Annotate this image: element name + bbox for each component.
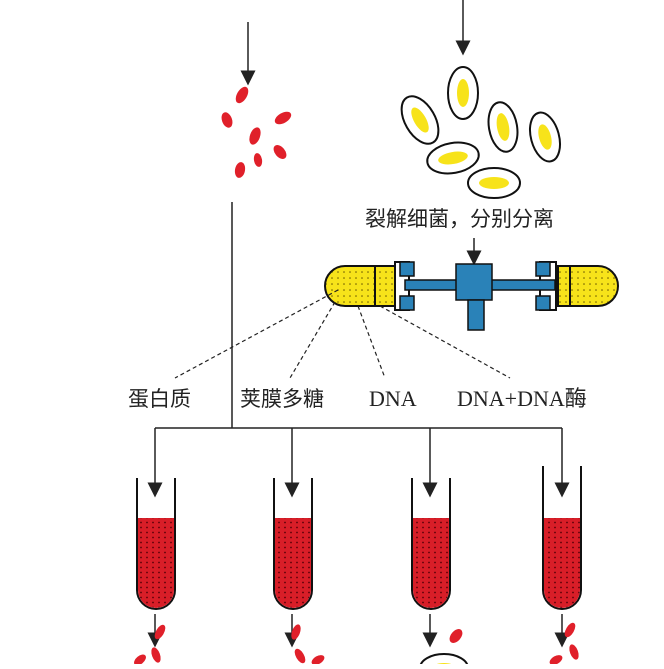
fraction-dashed-lines bbox=[174, 289, 511, 379]
result-rough-4 bbox=[549, 622, 579, 665]
fraction-label-dna: DNA bbox=[369, 386, 417, 411]
test-tube-1 bbox=[136, 478, 176, 610]
centrifuge-icon bbox=[324, 261, 619, 331]
result-smooth-and-rough bbox=[419, 629, 469, 669]
test-tube-3 bbox=[411, 478, 451, 610]
result-rough-1 bbox=[134, 624, 166, 666]
test-tube-2 bbox=[273, 478, 313, 610]
fraction-label-polysaccharide: 荚膜多糖 bbox=[240, 387, 324, 411]
fraction-label-protein: 蛋白质 bbox=[128, 387, 191, 411]
lyse-step-label: 裂解细菌，分别分离 bbox=[365, 207, 554, 231]
result-arrows bbox=[147, 614, 570, 648]
result-rough-2 bbox=[291, 624, 325, 665]
fraction-label-dna-dnase: DNA+DNA酶 bbox=[457, 386, 587, 411]
test-tube-4 bbox=[542, 466, 582, 610]
rough-bacteria-cluster bbox=[221, 86, 292, 178]
smooth-bacteria-cluster bbox=[400, 66, 561, 199]
distribution-lines bbox=[147, 427, 570, 498]
